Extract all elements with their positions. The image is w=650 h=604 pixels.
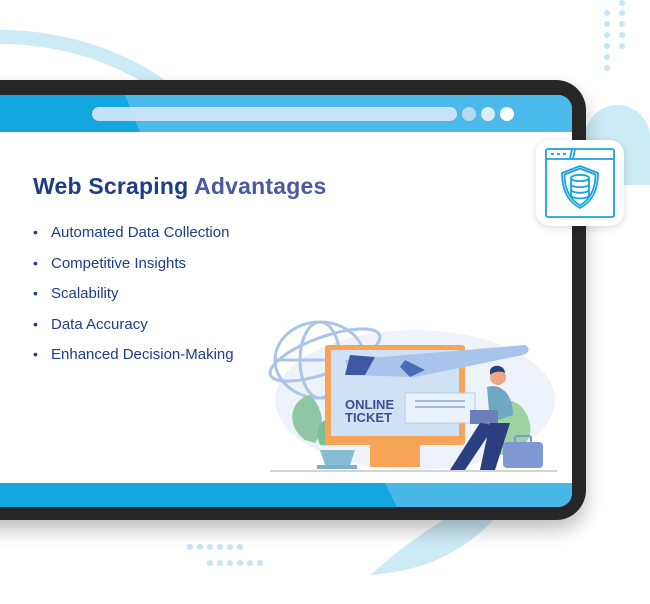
ticket-text-line1: ONLINE xyxy=(345,397,394,412)
device-screen xyxy=(0,95,572,507)
list-item-label: Scalability xyxy=(51,285,119,302)
list-item-label: Data Accuracy xyxy=(51,315,148,333)
list-item: • Data Accuracy xyxy=(33,314,234,345)
page-title: Web Scraping Advantages xyxy=(33,173,326,200)
list-item-label: Automated Data Collection xyxy=(51,224,230,241)
window-dot-2 xyxy=(481,107,495,121)
title-main: Web Scraping xyxy=(33,173,189,199)
bullet-icon: • xyxy=(33,254,38,271)
list-item-label: Enhanced Decision-Making xyxy=(51,346,234,363)
list-item: • Scalability xyxy=(33,283,234,314)
title-accent: Advantages xyxy=(194,173,327,199)
window-dot-1 xyxy=(462,107,476,121)
list-item: • Enhanced Decision-Making xyxy=(33,344,234,375)
bullet-icon: • xyxy=(33,315,38,332)
window-dot-3 xyxy=(500,107,514,121)
bullet-icon: • xyxy=(33,285,38,301)
list-item: • Automated Data Collection xyxy=(33,222,234,253)
database-shield-badge xyxy=(536,140,624,226)
database-shield-icon xyxy=(545,148,615,218)
bottom-bar-highlight xyxy=(385,483,572,507)
list-item-label: Competitive Insights xyxy=(51,254,187,272)
online-ticket-illustration: ONLINE TICKET xyxy=(268,320,557,472)
address-bar xyxy=(92,107,457,121)
list-item: • Competitive Insights xyxy=(33,253,234,284)
advantages-list: • Automated Data Collection • Competitive … xyxy=(33,222,234,375)
bullet-icon: • xyxy=(33,224,38,240)
ticket-text-line2: TICKET xyxy=(345,410,392,425)
bullet-icon: • xyxy=(33,346,38,362)
